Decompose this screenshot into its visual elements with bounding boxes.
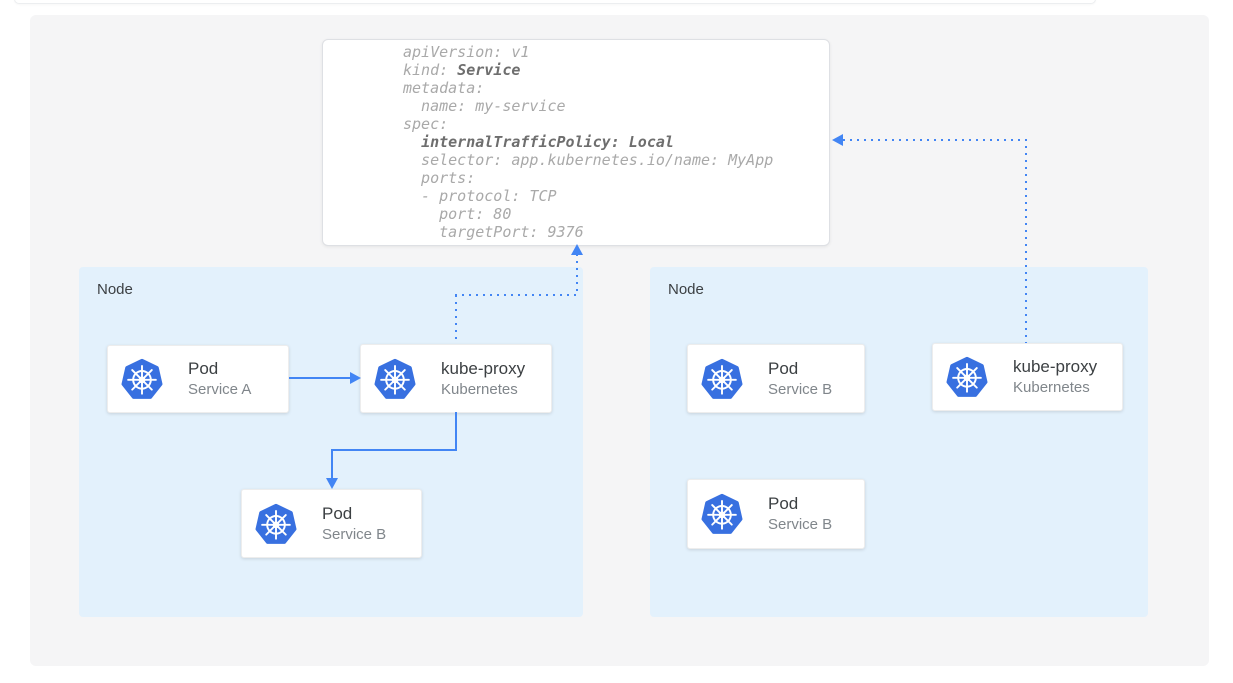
arrowhead-left-icon xyxy=(832,134,843,146)
yaml-line: ports: xyxy=(403,169,476,187)
arrowhead-down-icon xyxy=(326,478,338,489)
pod-service-b-left-box: Pod Service B xyxy=(241,489,422,558)
box-subtitle: Service B xyxy=(768,380,833,398)
yaml-line: port: 80 xyxy=(403,205,512,223)
arrowhead-right-icon xyxy=(350,372,361,384)
yaml-line: name: my-service xyxy=(403,97,566,115)
arrow-kube-proxy-to-pod-b-seg2 xyxy=(331,449,457,451)
box-title: kube-proxy xyxy=(441,358,526,378)
box-subtitle: Kubernetes xyxy=(441,380,518,398)
yaml-line: metadata: xyxy=(403,79,485,97)
kube-proxy-right-box: kube-proxy Kubernetes xyxy=(932,343,1123,411)
box-subtitle: Kubernetes xyxy=(1013,379,1090,396)
yaml-line: targetPort: 9376 xyxy=(403,223,584,241)
node-left-label: Node xyxy=(97,281,133,298)
yaml-line: - protocol: TCP xyxy=(403,187,557,205)
top-card-edge xyxy=(14,0,1096,4)
kubernetes-icon xyxy=(701,493,743,535)
kube-proxy-left-box: kube-proxy Kubernetes xyxy=(360,344,552,413)
dotted-left-kube-proxy-to-card-seg2 xyxy=(455,294,578,296)
pod-service-a-box: Pod Service A xyxy=(107,345,289,413)
arrow-kube-proxy-to-pod-b-seg1 xyxy=(455,412,457,451)
kubernetes-icon xyxy=(374,358,416,400)
arrow-pod-a-to-kube-proxy xyxy=(289,377,351,379)
box-subtitle: Service B xyxy=(322,525,387,543)
dotted-left-kube-proxy-to-card-seg3 xyxy=(576,254,578,295)
pod-service-b-right-top-box: Pod Service B xyxy=(687,344,865,413)
yaml-line: internalTrafficPolicy: Local xyxy=(421,133,674,151)
dotted-left-kube-proxy-to-card-seg1 xyxy=(455,295,457,344)
yaml-line: apiVersion: v1 xyxy=(403,43,530,61)
kubernetes-icon xyxy=(121,358,163,400)
kubernetes-icon xyxy=(701,358,743,400)
yaml-line: selector: app.kubernetes.io/name: MyApp xyxy=(403,151,774,169)
box-subtitle: Service A xyxy=(188,381,252,398)
kubernetes-icon xyxy=(255,503,297,545)
dotted-right-kube-proxy-to-card-seg2 xyxy=(843,139,1026,141)
pod-service-b-right-bottom-box: Pod Service B xyxy=(687,479,865,549)
arrowhead-up-icon xyxy=(571,244,583,255)
box-title: kube-proxy xyxy=(1013,357,1098,376)
box-title: Pod xyxy=(188,359,219,378)
box-title: Pod xyxy=(322,503,353,523)
node-right: Node xyxy=(650,267,1148,617)
kubernetes-icon xyxy=(946,356,988,398)
dotted-right-kube-proxy-to-card-seg1 xyxy=(1025,139,1027,343)
box-title: Pod xyxy=(768,494,799,513)
node-right-label: Node xyxy=(668,281,704,298)
yaml-line: kind: Service xyxy=(403,61,521,79)
box-subtitle: Service B xyxy=(768,516,833,533)
box-title: Pod xyxy=(768,358,799,378)
arrow-kube-proxy-to-pod-b-seg3 xyxy=(331,449,333,479)
node-left: Node xyxy=(79,267,583,617)
yaml-line: spec: xyxy=(403,115,449,133)
